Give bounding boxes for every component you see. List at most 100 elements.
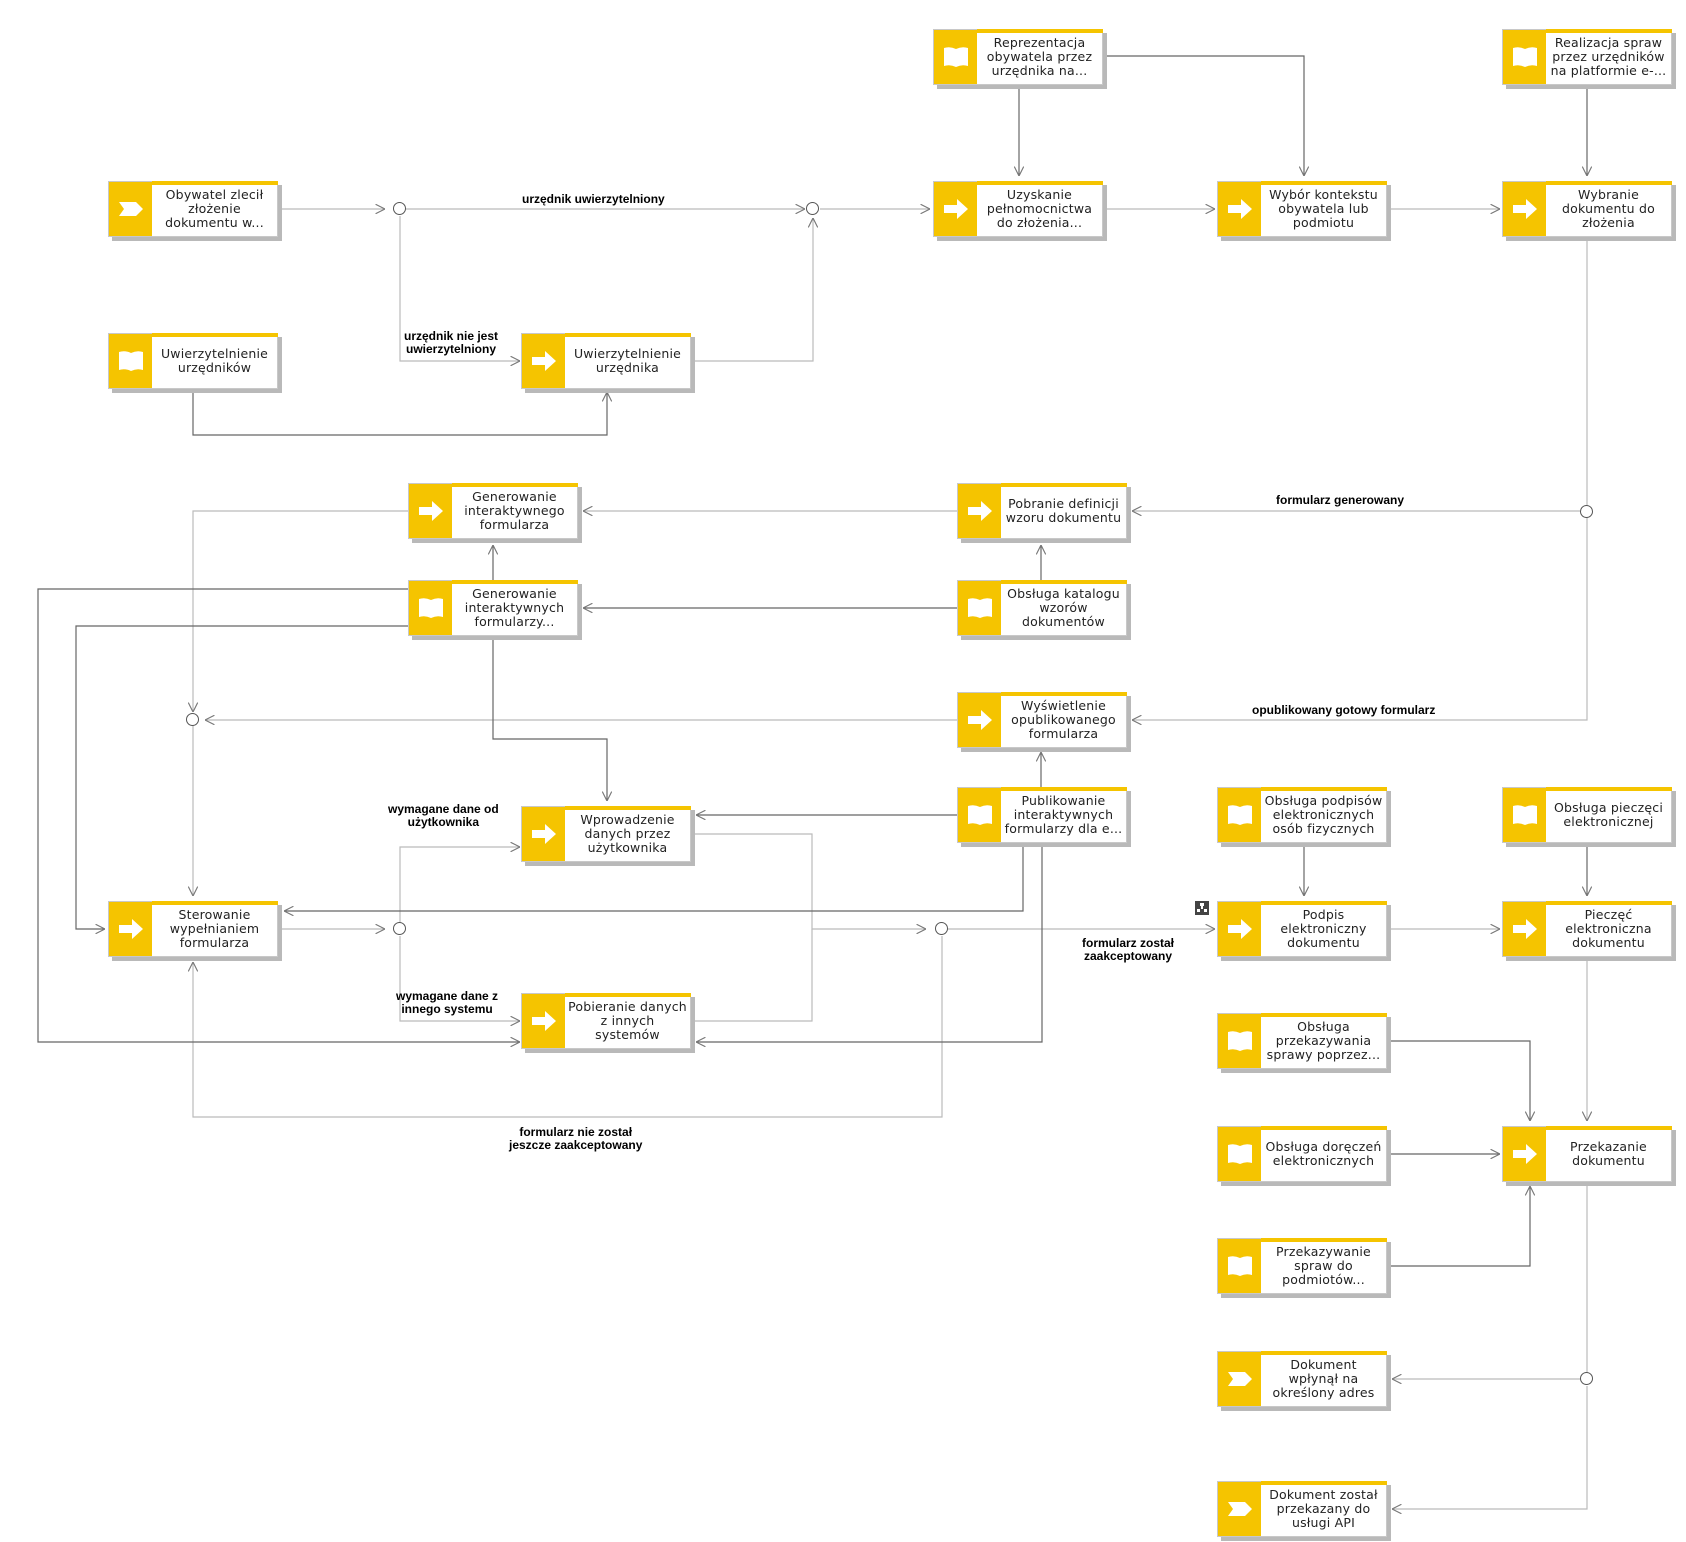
node-topbar [1546,901,1672,905]
edge-label-formularz-zostal: formularz został zaakceptowany [1082,936,1175,963]
node-publikowanie[interactable]: Publikowanie interaktywnych formularzy d… [957,787,1127,843]
flag-icon [1513,47,1537,67]
node-uwierzytelnienie-urzednika[interactable]: Uwierzytelnienie urzędnika [521,333,691,389]
node-topbar [1261,1481,1387,1485]
node-obsluga-przekazywania[interactable]: Obsługa przekazywania sprawy poprzez... [1217,1013,1387,1069]
node-topbar [1261,787,1387,791]
node-obsluga-podpisow[interactable]: Obsługa podpisów elektronicznych osób fi… [1217,787,1387,843]
node-dokument-wplynal[interactable]: Dokument wpłynął na określony adres [1217,1351,1387,1407]
connector [1106,55,1304,176]
node-label: Podpis elektroniczny dokumentu [1280,907,1367,950]
node-reprezentacja[interactable]: Reprezentacja obywatela przez urzędnika … [933,29,1103,85]
node-wybranie[interactable]: Wybranie dokumentu do złożenia [1502,181,1672,237]
flag-icon [1228,1256,1252,1276]
gateway-circle [1580,1372,1593,1385]
node-przekazanie[interactable]: Przekazanie dokumentu [1502,1126,1672,1182]
node-pieczec[interactable]: Pieczęć elektroniczna dokumentu [1502,901,1672,957]
event-chevron-icon [1228,1372,1252,1386]
flag-icon [968,805,992,825]
gateway-circle [806,202,819,215]
event-chevron-icon [1228,1502,1252,1516]
edge-label-urzednik-uwierzytelniony: urzędnik uwierzytelniony [522,192,665,206]
node-obsluga-pieczeci[interactable]: Obsługa pieczęci elektronicznej [1502,787,1672,843]
node-label: Obsługa katalogu wzorów dokumentów [1007,586,1120,629]
node-wyswietlenie[interactable]: Wyświetlenie opublikowanego formularza [957,692,1127,748]
node-obsluga-doreczen[interactable]: Obsługa doręczeń elektronicznych [1217,1126,1387,1182]
node-topbar [152,181,278,185]
node-topbar [1261,901,1387,905]
arrow-right-icon [968,501,992,521]
arrow-right-icon [1513,919,1537,939]
node-topbar [1261,1126,1387,1130]
connector [492,637,607,801]
arrow-right-icon [1228,199,1252,219]
node-label: Obsługa doręczeń elektronicznych [1265,1139,1382,1168]
node-label: Wprowadzenie danych przez użytkownika [580,812,675,855]
node-label: Wybranie dokumentu do złożenia [1562,187,1655,230]
node-obsluga-katalogu[interactable]: Obsługa katalogu wzorów dokumentów [957,580,1127,636]
arrow-right-icon [944,199,968,219]
node-label: Obsługa podpisów elektronicznych osób fi… [1264,793,1383,836]
node-label: Uwierzytelnienie urzędnika [573,346,682,375]
arrow-right-icon [419,501,443,521]
node-dokument-przekazany[interactable]: Dokument został przekazany do usługi API [1217,1481,1387,1537]
gateway-circle [1580,505,1593,518]
flag-icon [1513,805,1537,825]
node-topbar [1001,692,1127,696]
node-pobieranie-danych[interactable]: Pobieranie danych z innych systemów [521,993,691,1049]
connector [37,588,520,1042]
edge-label-wymagane-dane-z: wymagane dane z innego systemu [396,989,499,1016]
node-label: Realizacja spraw przez urzędników na pla… [1550,35,1667,78]
node-realizacja[interactable]: Realizacja spraw przez urzędników na pla… [1502,29,1672,85]
node-label: Obsługa pieczęci elektronicznej [1553,800,1664,829]
connector [691,218,813,362]
node-label: Publikowanie interaktywnych formularzy d… [1004,793,1123,836]
flag-icon [968,598,992,618]
node-topbar [977,181,1103,185]
node-generowanie-interaktywnego[interactable]: Generowanie interaktywnego formularza [408,483,578,539]
gateway-circle [186,713,199,726]
node-podpis[interactable]: Podpis elektroniczny dokumentu [1217,901,1387,957]
arrow-right-icon [1228,919,1252,939]
node-label: Pobieranie danych z innych systemów [568,999,687,1042]
node-topbar [1001,787,1127,791]
arrow-right-icon [532,351,556,371]
event-chevron-icon [119,202,143,216]
node-topbar [1546,1126,1672,1130]
edge-label-formularz-nie-zostal: formularz nie został jeszcze zaakceptowa… [509,1125,643,1152]
subprocess-icon[interactable] [1195,901,1209,915]
node-uwierzytelnienie-urzednikow[interactable]: Uwierzytelnienie urzędników [108,333,278,389]
node-topbar [565,806,691,810]
edge-label-urzednik-nie-jest: urzędnik nie jest uwierzytelniony [404,329,499,356]
flag-icon [944,47,968,67]
flag-icon [1228,1144,1252,1164]
node-pobranie-definicji[interactable]: Pobranie definicji wzoru dokumentu [957,483,1127,539]
node-generowanie-interaktywnych[interactable]: Generowanie interaktywnych formularzy... [408,580,578,636]
connector [284,842,1024,911]
node-wybor-kontekstu[interactable]: Wybór kontekstu obywatela lub podmiotu [1217,181,1387,237]
connector [691,833,926,929]
connector [1390,1040,1530,1121]
node-label: Uzyskanie pełnomocnictwa do złożenia... [986,187,1093,230]
connector [399,847,520,922]
node-obywatel-zlecil[interactable]: Obywatel zlecił złożenie dokumentu w... [108,181,278,237]
edge-label-wymagane-dane-od: wymagane dane od użytkownika [388,802,499,829]
node-label: Wyświetlenie opublikowanego formularza [1011,698,1116,741]
node-label: Pieczęć elektroniczna dokumentu [1565,907,1652,950]
node-topbar [452,580,578,584]
node-topbar [152,901,278,905]
node-label: Przekazanie dokumentu [1570,1139,1647,1168]
node-topbar [977,29,1103,33]
node-label: Uwierzytelnienie urzędników [160,346,269,375]
flag-icon [119,351,143,371]
node-wprowadzenie[interactable]: Wprowadzenie danych przez użytkownika [521,806,691,862]
node-przekazywanie-spraw[interactable]: Przekazywanie spraw do podmiotów... [1217,1238,1387,1294]
node-uzyskanie[interactable]: Uzyskanie pełnomocnictwa do złożenia... [933,181,1103,237]
flag-icon [1228,805,1252,825]
connector [399,216,520,361]
node-sterowanie[interactable]: Sterowanie wypełnianiem formularza [108,901,278,957]
connector [696,842,1043,1042]
node-topbar [452,483,578,487]
node-topbar [1001,580,1127,584]
